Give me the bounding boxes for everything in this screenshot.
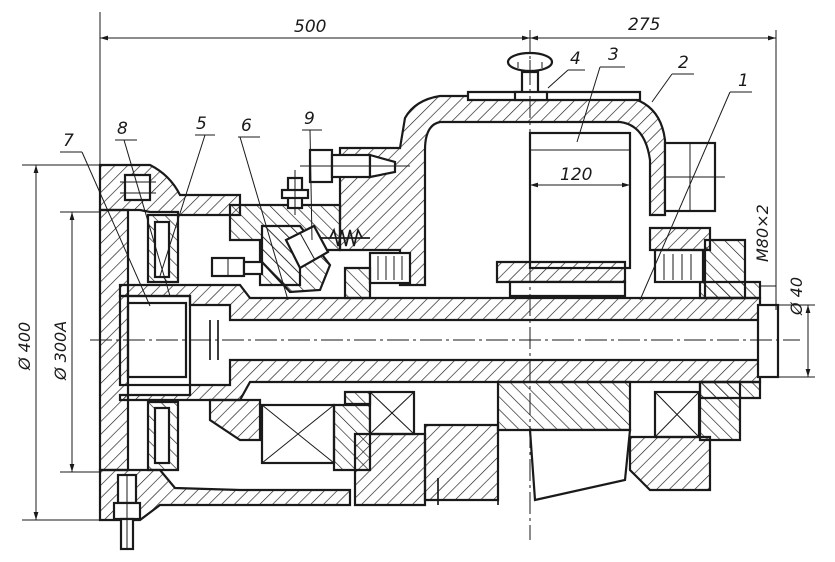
- callout-8: 8: [117, 119, 128, 139]
- bearing-right-upper: [648, 226, 747, 300]
- bevel-gear-9: [260, 170, 370, 294]
- dim-diameter-outer: Ø 400: [15, 322, 34, 371]
- callout-7: 7: [63, 131, 74, 151]
- callout-1: 1: [738, 71, 749, 91]
- callout-leaders: [60, 66, 752, 307]
- bearing-middle-lower: [343, 390, 427, 507]
- main-shaft: [118, 280, 780, 402]
- callout-6: 6: [241, 116, 252, 136]
- callout-4: 4: [570, 49, 581, 69]
- bearing-middle-upper: [343, 251, 412, 300]
- end-cap: [663, 141, 725, 213]
- gear-3: [495, 131, 632, 298]
- dim-length-right: 275: [628, 15, 660, 35]
- dim-diameter-shaft: Ø 40: [787, 277, 806, 316]
- bottom-bolt: [112, 473, 142, 551]
- dim-thread: M80×2: [753, 204, 772, 262]
- top-pin: [300, 148, 410, 184]
- bearing-left-lower: [208, 398, 372, 472]
- dimension-lines: [22, 12, 815, 521]
- callout-2: 2: [678, 53, 689, 73]
- callout-5: 5: [196, 114, 207, 134]
- flange-housing: [98, 163, 352, 522]
- dim-width-inner: 120: [560, 165, 592, 185]
- key-6: [210, 256, 264, 278]
- callout-9: 9: [304, 109, 315, 129]
- dim-length-left: 500: [294, 17, 326, 37]
- dim-diameter-pilot: Ø 300А: [51, 321, 70, 381]
- callout-3: 3: [608, 45, 619, 65]
- lower-gear: [423, 380, 632, 505]
- bearing-right-lower: [628, 380, 742, 492]
